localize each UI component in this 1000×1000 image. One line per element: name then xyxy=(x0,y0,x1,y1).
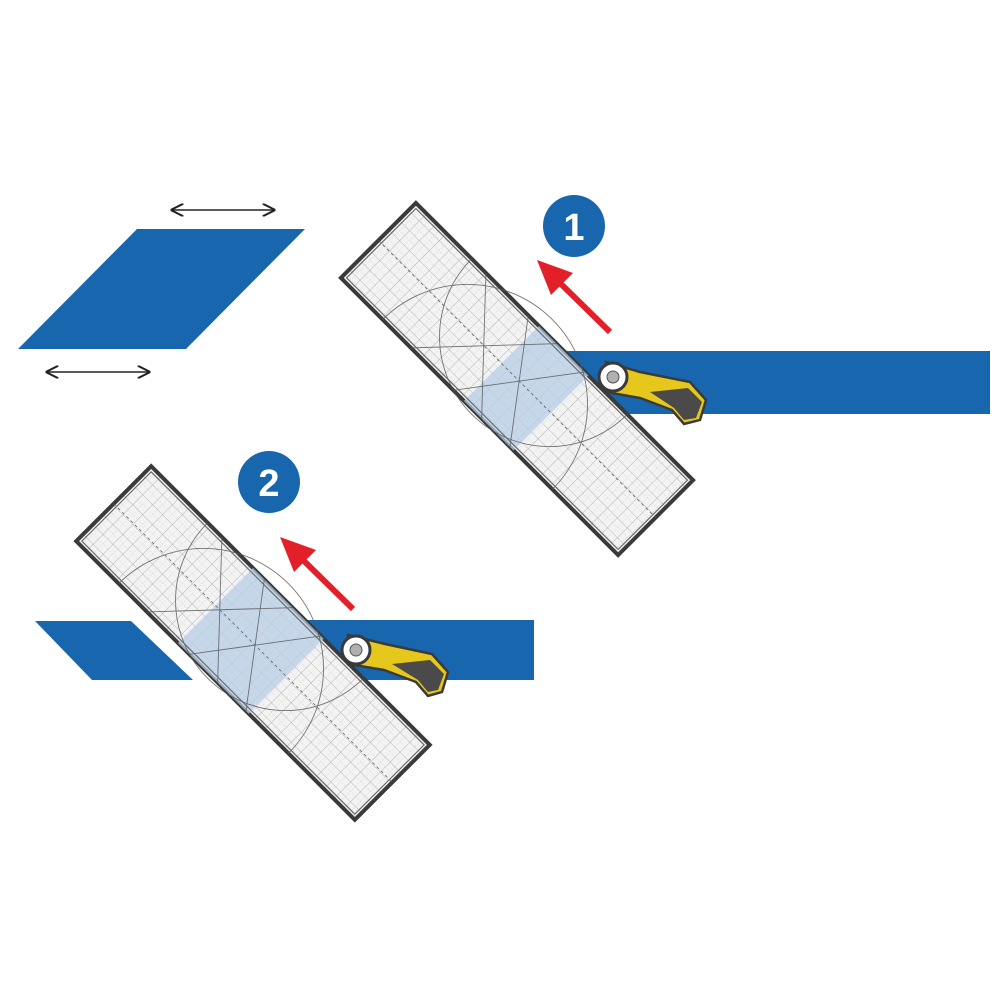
step-1-direction-arrow xyxy=(537,260,613,335)
cutter-grip xyxy=(392,660,444,692)
red-arrow-icon xyxy=(300,557,356,612)
cutter-grip xyxy=(650,388,702,420)
step-2-badge: 2 xyxy=(238,451,300,513)
step-1-fabric-under-ruler xyxy=(463,325,589,451)
step-2-direction-arrow xyxy=(280,537,356,612)
step-2-group: 2 xyxy=(35,451,534,823)
step-1-badge: 1 xyxy=(543,195,605,257)
step-1-rotary-cutter xyxy=(597,360,708,426)
step-2-rotary-cutter xyxy=(340,633,450,698)
step-2-number: 2 xyxy=(258,463,279,505)
step-1-group: 1 xyxy=(338,195,990,558)
step-1-ruler xyxy=(338,200,696,558)
step-1-number: 1 xyxy=(563,207,584,249)
step-2-ruler xyxy=(73,463,433,823)
step-2-fabric-offcut xyxy=(35,621,193,680)
result-parallelogram xyxy=(18,210,305,372)
parallelogram-icon xyxy=(18,229,305,349)
red-arrow-icon xyxy=(557,280,613,335)
